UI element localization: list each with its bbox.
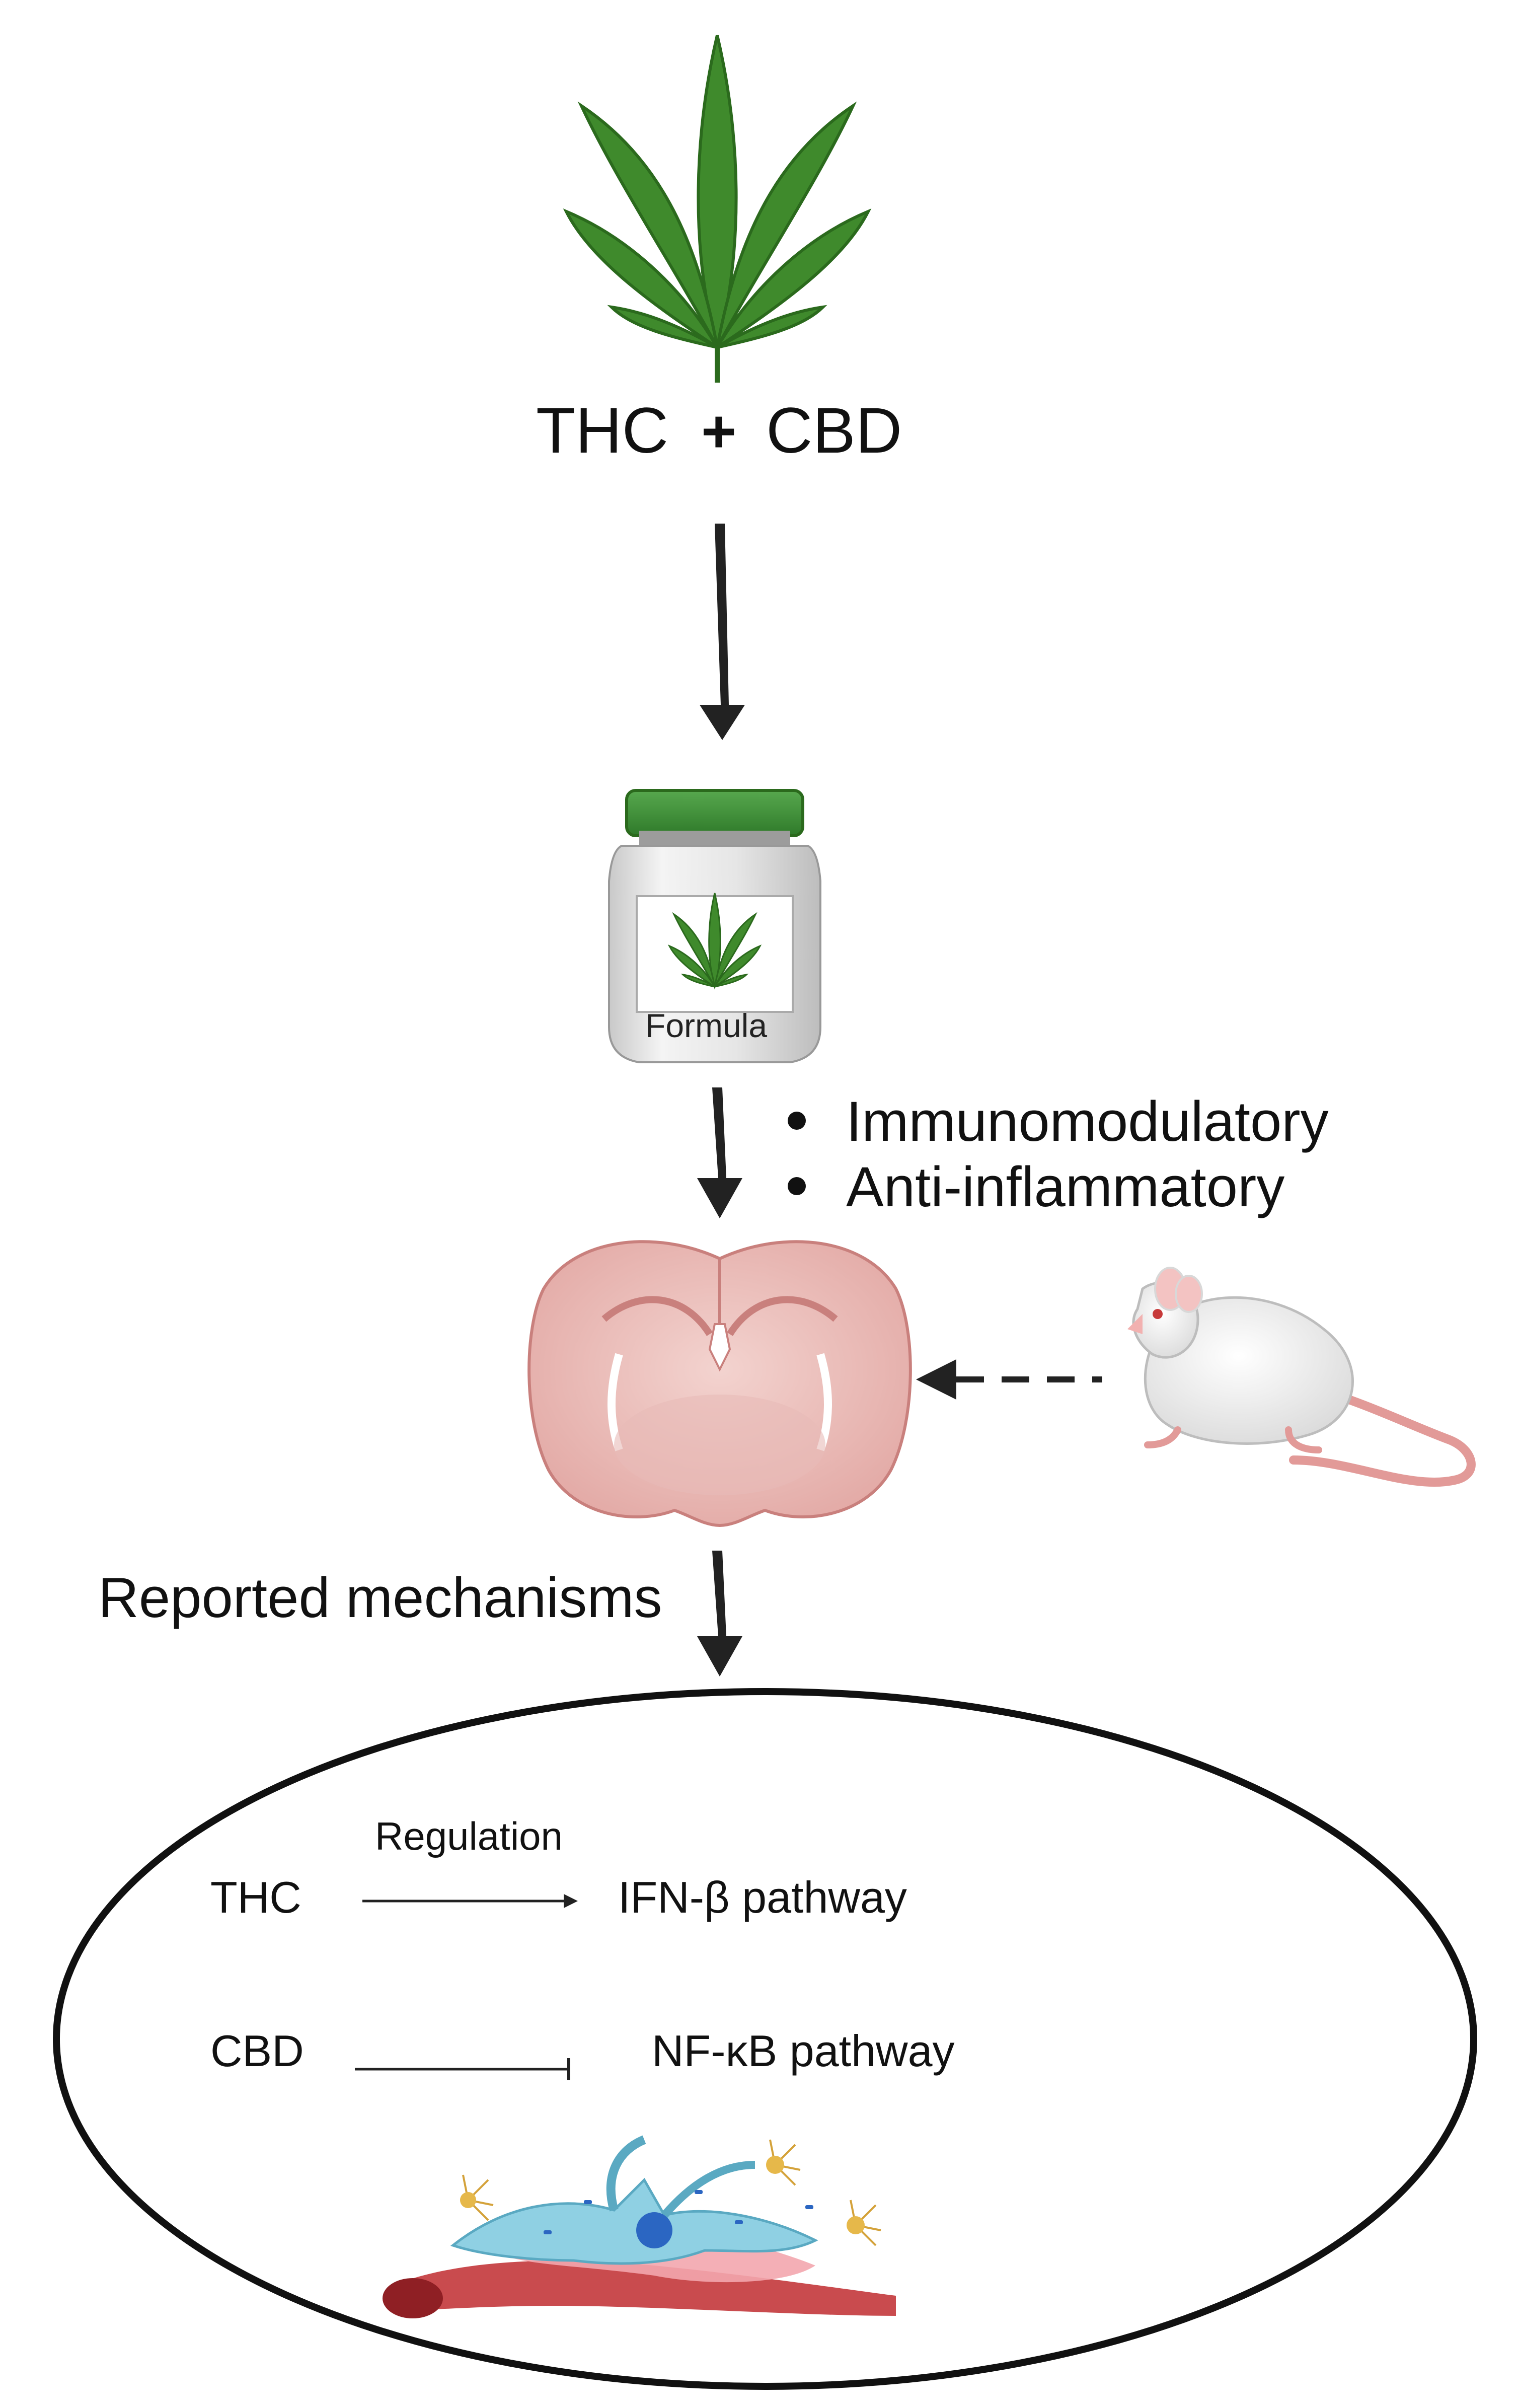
effect-label-1: Immunomodulatory <box>846 1090 1329 1153</box>
effect-item-2: Anti-inflammatory <box>788 1159 1284 1215</box>
formula-jar-icon <box>608 789 821 1063</box>
mechanisms-ellipse <box>53 1688 1477 2390</box>
mechanism-from-thc: THC <box>210 1872 301 1922</box>
edge-label-regulation: Regulation <box>375 1814 563 1858</box>
formula-label: Formula <box>645 1007 768 1044</box>
inhibition-bar <box>355 2058 570 2080</box>
mechanism-to-ifn: IFN-β pathway <box>618 1872 907 1922</box>
dashed-arrow <box>916 1359 1102 1400</box>
effect-label-2: Anti-inflammatory <box>846 1155 1285 1218</box>
cannabis-leaf-icon <box>563 35 872 383</box>
down-arrow-3 <box>697 1551 742 1676</box>
regulation-arrow <box>362 1894 578 1908</box>
effect-item-1: Immunomodulatory <box>788 1093 1329 1150</box>
top-label-cbd: CBD <box>766 395 902 467</box>
down-arrow-1 <box>700 524 745 740</box>
mechanism-from-cbd: CBD <box>210 2026 304 2076</box>
brain-section-icon <box>527 1240 912 1527</box>
down-arrow-2 <box>697 1087 742 1218</box>
neurovascular-unit-icon <box>383 2135 896 2318</box>
section-title: Reported mechanisms <box>98 1566 662 1629</box>
mouse-icon <box>1127 1267 1476 1487</box>
bullet-icon <box>788 1112 806 1130</box>
mechanism-to-nfkb: NF-κB pathway <box>652 2026 955 2076</box>
bullet-icon <box>788 1177 806 1196</box>
plus-icon: + <box>701 398 736 465</box>
top-label-thc: THC <box>536 395 669 467</box>
